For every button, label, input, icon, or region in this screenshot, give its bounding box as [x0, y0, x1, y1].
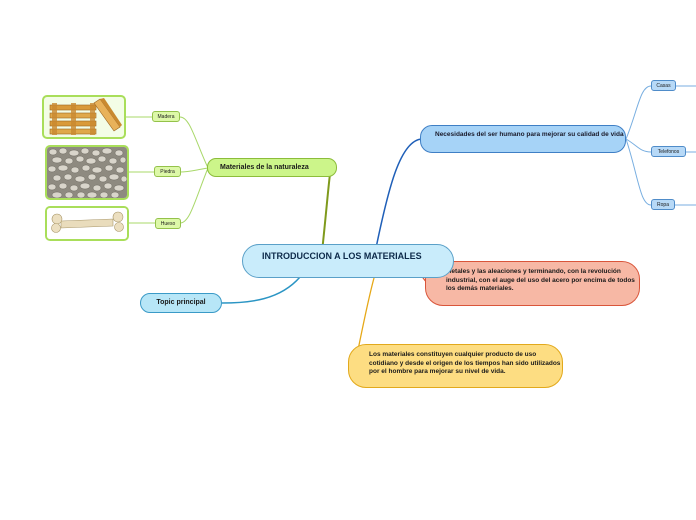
bone-icon — [47, 208, 127, 239]
leaf-line-hueso — [179, 167, 209, 224]
leaf-hueso[interactable]: Hueso — [155, 218, 181, 229]
leaf-line-piedra — [179, 167, 209, 173]
topic-necesidades[interactable]: Necesidades del ser humano para mejorar … — [420, 125, 626, 153]
branch-line-topic — [221, 276, 301, 304]
topic-materiales-definicion[interactable]: Los materiales constituyen cualquier pro… — [348, 344, 563, 388]
wood-pallet-icon — [49, 98, 122, 135]
branch-line-necesidades — [375, 138, 423, 249]
leaf-madera[interactable]: Madera — [152, 111, 180, 122]
topic-metales[interactable]: Metales y las aleaciones y terminando, c… — [425, 261, 640, 306]
leaf-line-casas — [625, 85, 652, 140]
leaf-casas[interactable]: Casas — [651, 80, 676, 91]
stones-image[interactable] — [45, 145, 129, 200]
central-topic[interactable]: INTRODUCCION A LOS MATERIALES — [242, 244, 454, 278]
leaf-line-madera — [179, 116, 209, 169]
leaf-telefonos[interactable]: Telefonos — [651, 146, 686, 157]
leaf-line-ropa — [625, 138, 652, 206]
stones-icon — [47, 147, 127, 198]
bone-image[interactable] — [45, 206, 129, 241]
wood-pallet-image[interactable] — [42, 95, 126, 139]
topic-materiales-naturaleza[interactable]: Materiales de la naturaleza — [207, 158, 337, 177]
floating-topic-principal[interactable]: Topic principal — [140, 293, 222, 313]
leaf-piedra[interactable]: Piedra — [154, 166, 181, 177]
branch-line-naturaleza — [321, 173, 331, 253]
leaf-ropa[interactable]: Ropa — [651, 199, 675, 210]
leaf-line-telefonos — [625, 138, 652, 153]
